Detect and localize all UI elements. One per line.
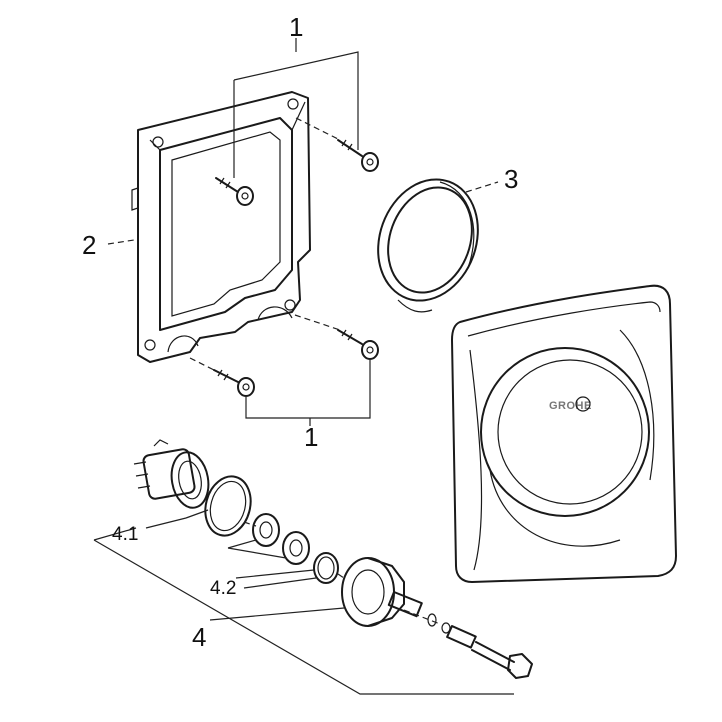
callout-4-2: 4.2 (210, 578, 236, 599)
mounting-frame (131, 91, 311, 363)
washer-1 (252, 513, 280, 547)
screw-bottom-left (213, 369, 255, 397)
o-ring-large (204, 475, 252, 537)
cover-plate (451, 284, 677, 583)
callout-4-1: 4.1 (112, 524, 138, 545)
screw-top-left (215, 177, 254, 206)
callout-1-top: 1 (289, 12, 303, 42)
washer-2 (282, 531, 310, 565)
o-ring-small (313, 552, 339, 584)
actuator-stem (441, 622, 533, 679)
callout-4: 4 (192, 622, 206, 652)
callout-1-bottom: 1 (304, 422, 318, 452)
screw-top-right (337, 139, 379, 172)
screw-bottom-right (337, 329, 379, 360)
valve-cartridge (341, 557, 437, 627)
grohe-logo: GROHE (549, 400, 592, 412)
callout-2: 2 (82, 230, 96, 260)
callout-3: 3 (504, 164, 518, 194)
seal-ring (377, 178, 479, 313)
actuator-housing-4-1 (133, 439, 210, 509)
